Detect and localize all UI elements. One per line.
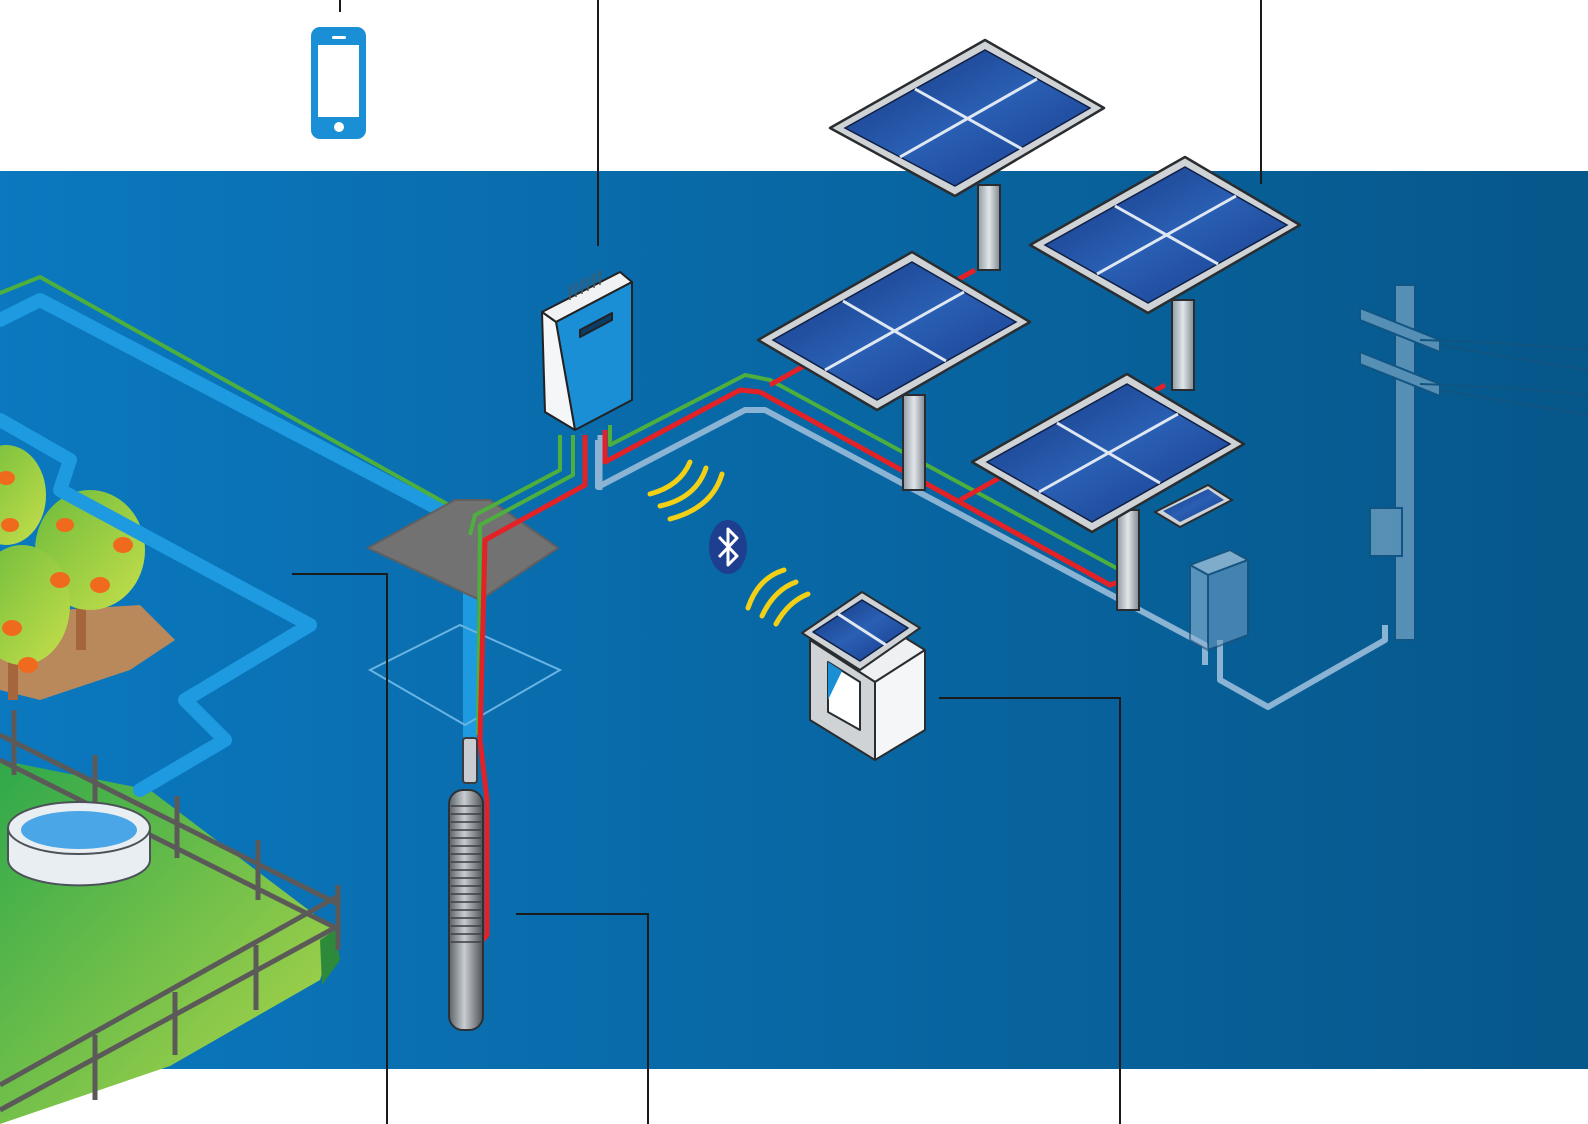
signal-waves [647,459,811,627]
callout-water-distribution [292,573,388,1124]
callout-submersible-pump [516,913,649,1124]
submersible-pump-icon [448,737,484,1031]
callout-level-sensor-box [939,697,1121,1124]
solar-poles [902,184,1195,611]
bluetooth-icon [709,520,747,574]
smartphone-icon [311,27,366,139]
orchard-icon [0,445,145,700]
switch-box-icon [1187,548,1251,652]
water-tank-icon [7,801,151,887]
fence [0,710,342,1113]
solar-panel-icon [756,38,1302,534]
callout-leader-lines [292,0,1262,1124]
power-pole-icon [1359,284,1588,641]
sensor-box-icon [801,591,926,761]
controller-box-icon [541,270,633,431]
